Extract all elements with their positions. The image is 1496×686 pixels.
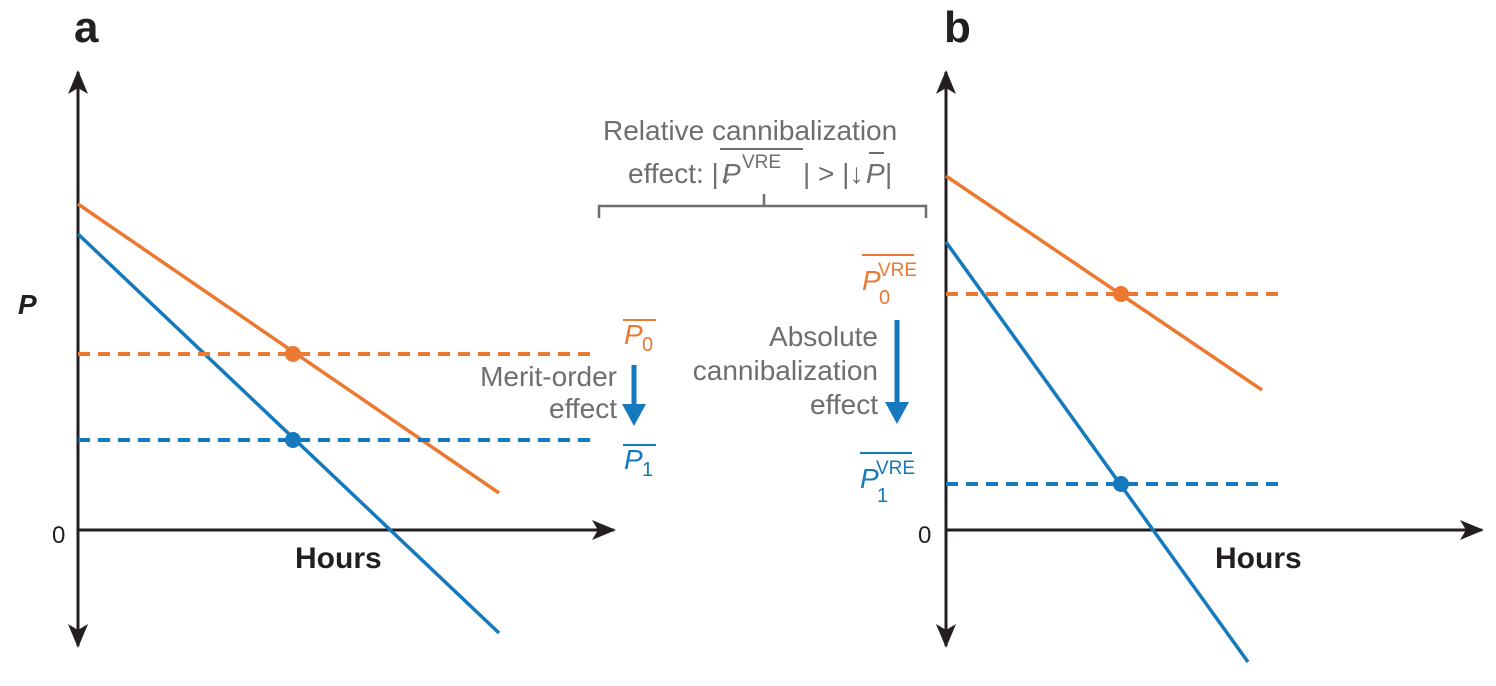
panel-a-zero: 0 — [52, 522, 65, 549]
panel-b-blue-curve — [944, 240, 1250, 664]
p0-letter: P — [624, 319, 643, 350]
p0-vre-label: P VRE 0 — [862, 254, 917, 309]
relative-cannibalization-annotation: Relative cannibalization effect: |↓ P VR… — [597, 115, 928, 218]
absolute-line2: cannibalization — [693, 355, 878, 386]
panel-b-x-label: Hours — [1215, 542, 1302, 575]
p0-subscript: 0 — [642, 334, 653, 356]
relative-bracket — [597, 194, 928, 218]
panel-a-blue-point — [285, 432, 301, 448]
absolute-line1: Absolute — [769, 321, 878, 352]
absolute-arrow-head — [885, 402, 909, 424]
p0-vre-superscript: VRE — [878, 260, 917, 281]
merit-order-arrow-head — [622, 404, 646, 426]
relative-line2-mid: | > |↓ — [803, 158, 863, 189]
relative-line1: Relative cannibalization — [603, 115, 897, 146]
panel-b-orange-curve — [945, 174, 1263, 392]
panel-b-letter: b — [944, 3, 971, 52]
panel-a-letter: a — [74, 3, 99, 52]
merit-order-line1: Merit-order — [480, 361, 617, 392]
relative-line2-prefix: effect: |↓ — [628, 158, 733, 189]
p1-vre-label: P VRE 1 — [860, 452, 915, 507]
p0-label: P 0 — [623, 319, 656, 356]
relative-pvre-letter: P — [722, 158, 741, 189]
p1-subscript: 1 — [642, 459, 653, 481]
panel-a-x-axis-arrow — [592, 520, 616, 540]
panel-b-zero: 0 — [918, 522, 931, 549]
panel-b-y-axis-arrow-up — [936, 70, 956, 94]
p1-label: P 1 — [623, 444, 656, 481]
relative-line2-end: | — [885, 158, 892, 189]
p1-vre-subscript: 1 — [877, 485, 888, 507]
panel-b-blue-point — [1113, 476, 1129, 492]
merit-order-line2: effect — [549, 393, 617, 424]
panel-a-y-axis-arrow-up — [68, 70, 88, 94]
relative-pbar-letter: P — [866, 158, 885, 189]
absolute-line3: effect — [810, 389, 878, 420]
panel-a-orange-point — [285, 346, 301, 362]
p0-vre-letter: P — [862, 265, 881, 296]
p0-vre-subscript: 0 — [879, 287, 890, 309]
panel-a-y-axis-arrow-down — [68, 624, 88, 648]
p1-vre-letter: P — [860, 463, 879, 494]
panel-a-x-label: Hours — [295, 542, 382, 575]
p1-vre-superscript: VRE — [876, 458, 915, 479]
panel-b-y-axis-arrow-down — [936, 624, 956, 648]
panel-a-y-label: P — [18, 289, 37, 320]
panel-a: a P 0 Hours P 0 P 1 Merit- — [18, 3, 656, 648]
panel-b: b 0 Hours P VRE 0 P VRE 1 Absolut — [693, 3, 1484, 664]
panel-b-orange-point — [1113, 286, 1129, 302]
panel-b-x-axis-arrow — [1460, 520, 1484, 540]
p1-letter: P — [624, 444, 643, 475]
relative-pvre-sup: VRE — [742, 152, 781, 173]
